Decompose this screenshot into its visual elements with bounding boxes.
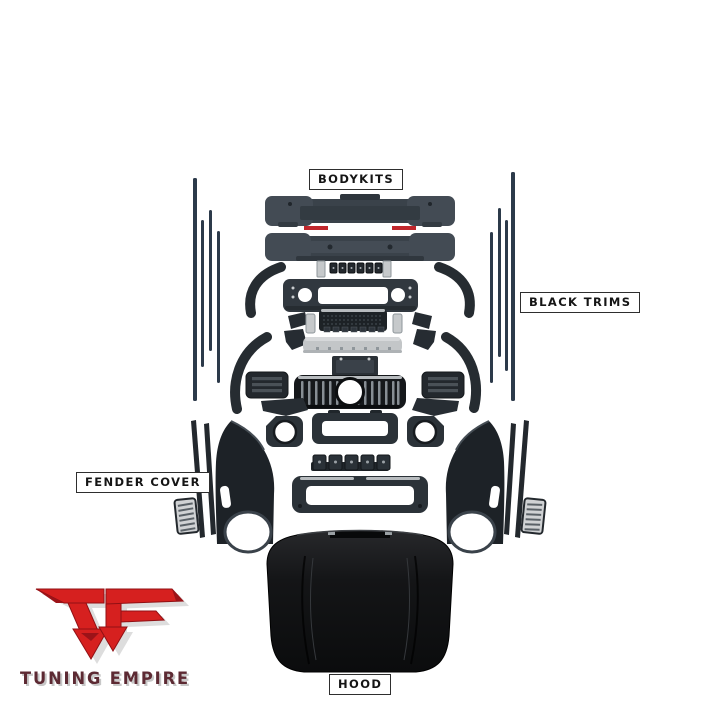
rear-bumper-upper (265, 194, 455, 227)
right-fender-vent (520, 497, 547, 535)
right-headlight-bezel (407, 416, 444, 447)
fender-cover-label: FENDER COVER (76, 472, 210, 493)
silver-skid-plate (303, 337, 402, 353)
right-brackets (412, 312, 436, 350)
left-fender-vent (173, 497, 200, 535)
left-lower-flare (230, 332, 272, 414)
tf-double-arrow-emblem-icon (35, 588, 185, 660)
bodykits-label: BODYKITS (309, 169, 404, 190)
front-bumper-frame (283, 279, 418, 312)
right-fog-lamp-cover (421, 371, 465, 399)
center-duct-frame (312, 410, 398, 444)
hood-label: HOOD (329, 674, 392, 695)
right-upper-flare (434, 262, 475, 318)
left-silver-bracket (305, 313, 316, 334)
mounting-clips-row (316, 260, 392, 278)
brand-logo (35, 588, 189, 664)
left-upper-flare (245, 262, 286, 318)
left-fog-lamp-cover (245, 371, 289, 399)
black-trims-label: BLACK TRIMS (520, 292, 641, 313)
left-corner-piece (261, 398, 308, 416)
right-corner-piece (412, 398, 459, 416)
right-fender-strips (504, 420, 529, 538)
brand-name-shadow: TUNING EMPIRE (22, 671, 192, 691)
sill-step-frame (292, 476, 428, 513)
mesh-grille-insert (319, 309, 387, 333)
rear-bumper-lower (265, 233, 455, 261)
right-silver-bracket (392, 313, 403, 334)
left-trim-strips (193, 178, 220, 401)
hood-panel (266, 529, 454, 673)
right-fender-cover (445, 420, 505, 554)
red-reflectors (304, 226, 416, 230)
right-lower-flare (441, 332, 481, 413)
right-trim-strips (490, 172, 515, 401)
left-headlight-bezel (266, 416, 303, 447)
brand-name: TUNING EMPIRE (20, 669, 190, 689)
left-fender-cover (215, 420, 275, 554)
gt-panamericana-grille (294, 375, 406, 409)
left-brackets (284, 312, 308, 350)
license-plate-bracket (332, 356, 378, 376)
clip-bracket-strip (311, 454, 391, 471)
